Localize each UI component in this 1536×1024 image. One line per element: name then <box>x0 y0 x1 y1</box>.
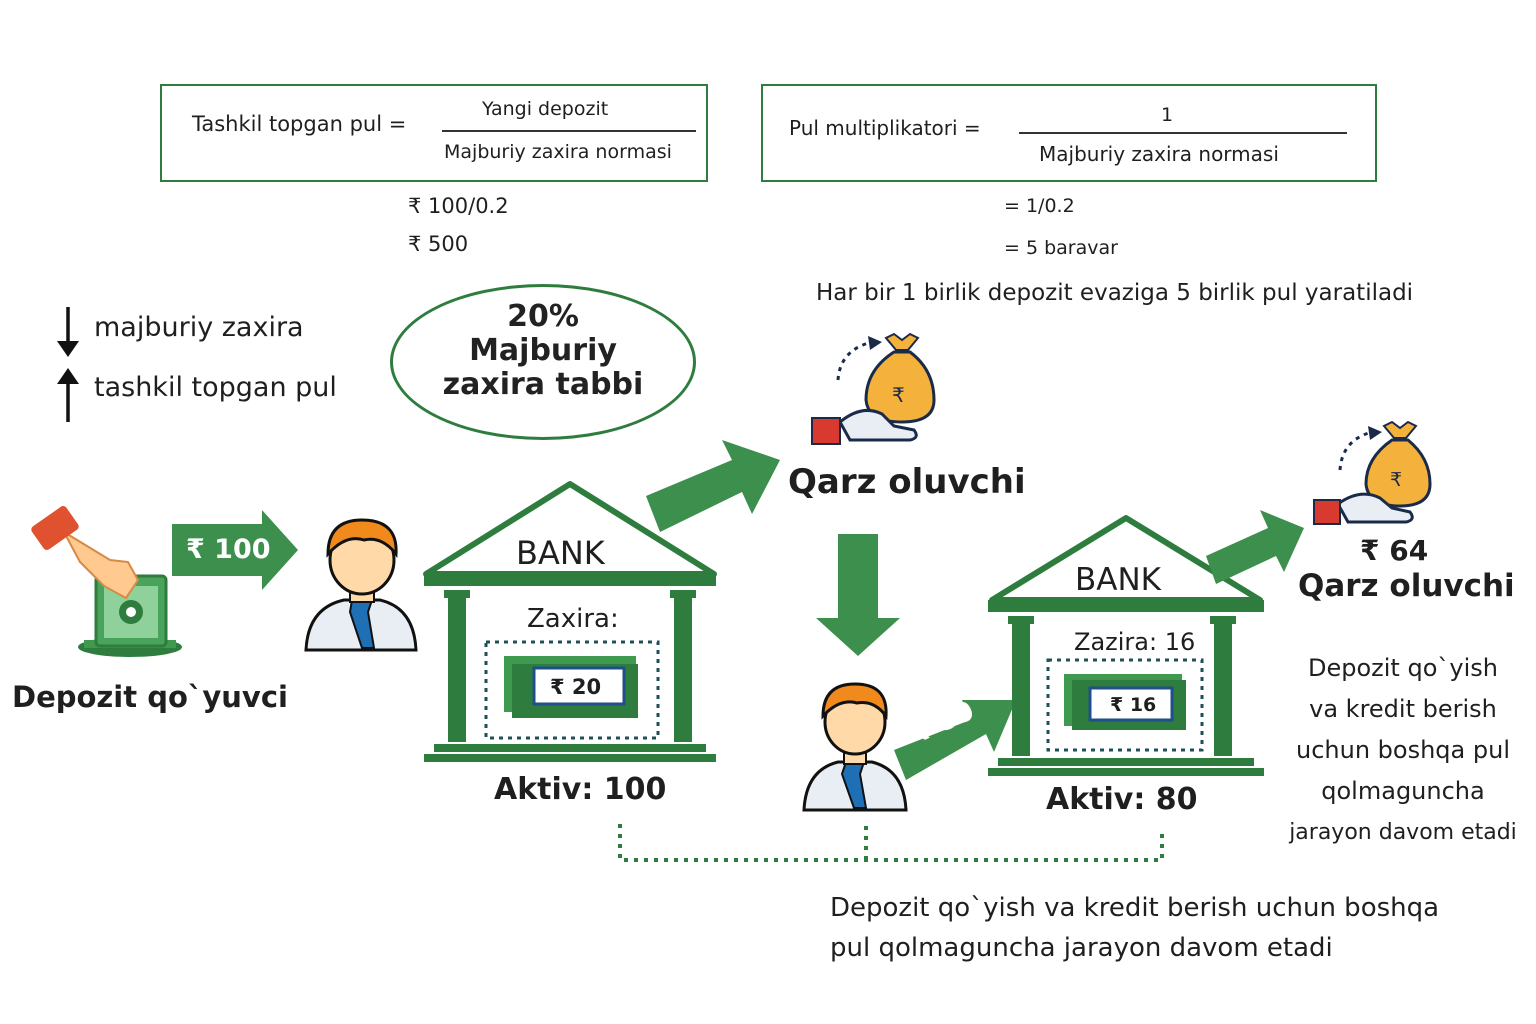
bank1-reserve-amount: ₹ 20 <box>550 675 602 699</box>
multiplier-calc2: = 5 baravar <box>1004 237 1118 259</box>
redeposit-down-arrow <box>816 534 900 656</box>
reserve-word1: Majburiy <box>469 333 617 368</box>
deposit-amount: ₹ 100 <box>186 534 271 565</box>
reserve-requirement-text: 20% Majburiy zaxira tabbi <box>390 300 696 402</box>
bottom-note-line2: pul qolmaguncha jarayon davom etadi <box>830 933 1333 963</box>
bank-building-1 <box>423 481 717 762</box>
deposit-cash-icon <box>31 506 182 657</box>
bank1-title: BANK <box>516 534 605 572</box>
bank1-assets: Aktiv: 100 <box>494 772 667 807</box>
bank-building-2 <box>988 515 1264 776</box>
side-note-line: uchun boshqa pul <box>1296 736 1510 764</box>
money-created-label: Tashkil topgan pul = <box>192 112 407 136</box>
up-arrow-icon <box>57 368 79 422</box>
money-created-numerator: Yangi depozit <box>482 98 609 120</box>
money-created-calc2: ₹ 500 <box>408 232 469 256</box>
bank2-reserve-label: Zazira: 16 <box>1074 628 1196 656</box>
side-note-line: qolmaguncha <box>1321 777 1485 805</box>
bank1-reserve-label: Zaxira: <box>527 604 619 634</box>
side-note-line: jarayon davom etadi <box>1289 820 1517 845</box>
bottom-note-line1: Depozit qo`yish va kredit berish uchun b… <box>830 893 1440 923</box>
process-bracket <box>618 824 1164 862</box>
reserve-word2: zaxira tabbi <box>442 367 644 402</box>
second-depositor-icon <box>802 682 908 812</box>
side-note-line: va kredit berish <box>1309 695 1497 723</box>
money-multiplier-formula-box: Pul multiplikatori = 1 Majburiy zaxira n… <box>761 84 1377 182</box>
bank2-reserve-amount: ₹ 16 <box>1110 694 1157 716</box>
multiplier-numerator: 1 <box>1161 104 1174 126</box>
side-note: Depozit qo`yish va kredit berish uchun b… <box>1270 648 1536 853</box>
loan-arrow-1 <box>646 440 780 532</box>
fraction-line <box>442 130 696 132</box>
svg-text:₹: ₹ <box>1390 469 1402 491</box>
borrower2-label: Qarz oluvchi <box>1298 568 1515 604</box>
bank-clerk-icon <box>304 518 418 652</box>
fraction-line <box>1019 132 1347 134</box>
money-created-calc1: ₹ 100/0.2 <box>408 194 509 218</box>
borrower2-amount: ₹ 64 <box>1360 534 1429 567</box>
legend-up-text: tashkil topgan pul <box>94 372 337 403</box>
legend-down-text: majburiy zaxira <box>94 312 304 343</box>
reserve-requirement-ellipse <box>390 284 696 440</box>
multiplier-note: Har bir 1 birlik depozit evaziga 5 birli… <box>816 280 1414 306</box>
deposit-arrow <box>172 510 298 590</box>
down-arrow-icon <box>57 307 79 357</box>
depositor-label: Depozit qo`yuvci <box>12 680 288 714</box>
multiplier-denominator: Majburiy zaxira normasi <box>1039 142 1279 166</box>
multiplier-label: Pul multiplikatori = <box>789 116 981 140</box>
bank2-assets: Aktiv: 80 <box>1046 782 1198 817</box>
svg-text:₹: ₹ <box>892 383 905 407</box>
deposit-arrow-80 <box>894 700 1016 780</box>
money-created-formula-box: Tashkil topgan pul = Yangi depozit Majbu… <box>160 84 708 182</box>
money-created-denominator: Majburiy zaxira normasi <box>444 141 672 163</box>
borrower1-label: Qarz oluvchi <box>788 462 1026 502</box>
borrower2-money-bag-icon: ₹ <box>1313 420 1432 525</box>
multiplier-calc1: = 1/0.2 <box>1004 195 1075 217</box>
loan-arrow-2 <box>1206 510 1304 584</box>
bank2-title: BANK <box>1075 562 1161 598</box>
borrower-money-bag-icon: ₹ <box>811 332 936 445</box>
side-note-line: Depozit qo`yish <box>1308 654 1498 682</box>
reserve-percent: 20% <box>507 299 579 334</box>
